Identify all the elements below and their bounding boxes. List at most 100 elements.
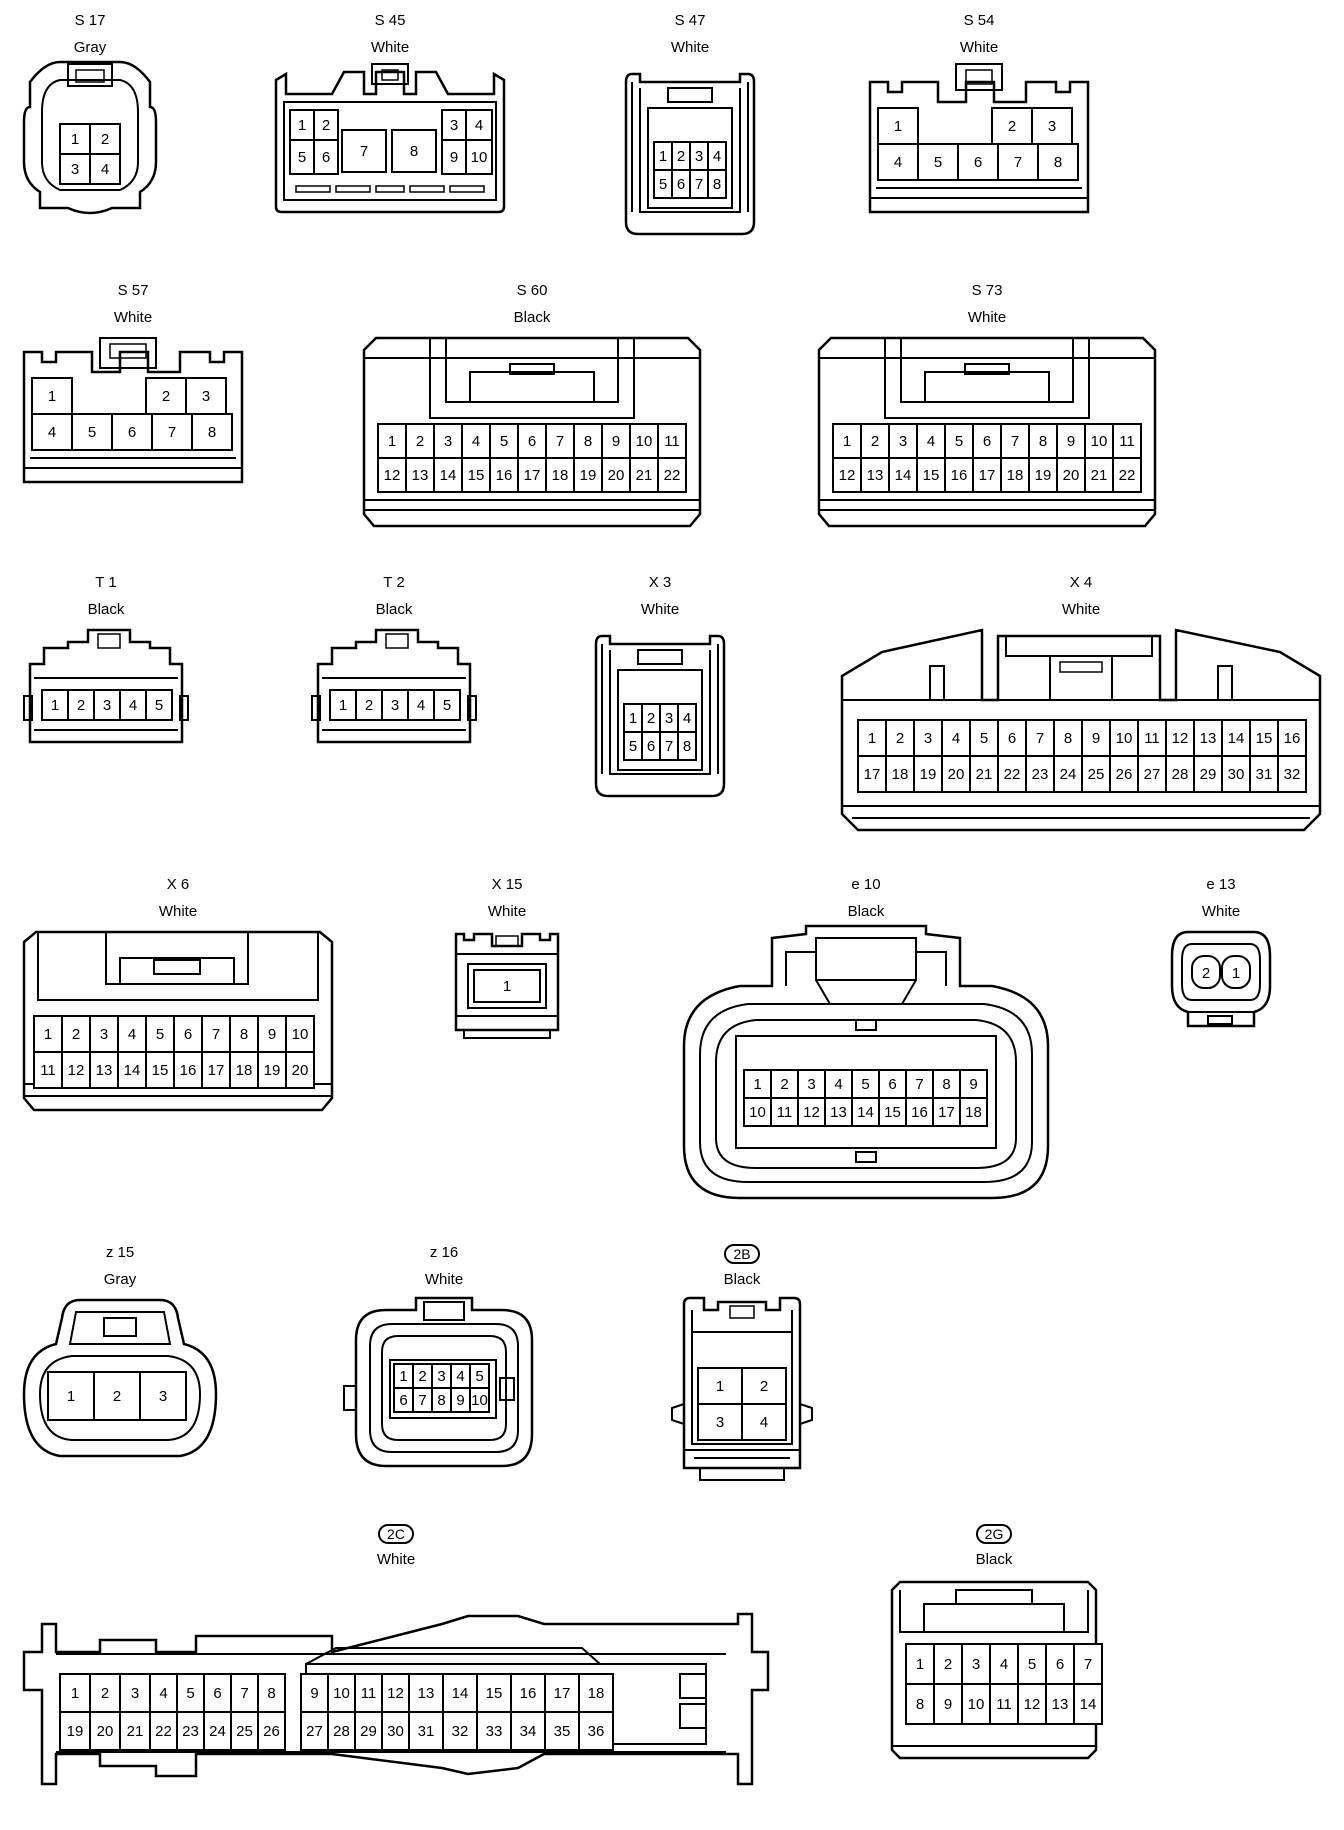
svg-text:2: 2 (101, 131, 109, 148)
svg-text:1: 1 (67, 1388, 75, 1405)
svg-text:28: 28 (1172, 766, 1189, 783)
svg-text:1: 1 (916, 1656, 924, 1673)
svg-text:7: 7 (168, 424, 176, 441)
pin-7: 7 (151, 413, 193, 451)
svg-text:2: 2 (72, 1026, 80, 1043)
pin-8: 8 (677, 731, 697, 761)
pin-11: 11 (770, 1097, 799, 1127)
pin-12: 12 (61, 1051, 91, 1089)
pin-29: 29 (354, 1711, 383, 1751)
pin-12: 12 (797, 1097, 826, 1127)
svg-text:3: 3 (695, 148, 703, 165)
svg-text:3: 3 (444, 433, 452, 450)
svg-text:17: 17 (938, 1104, 955, 1121)
connector-color: Black (87, 601, 125, 618)
svg-text:7: 7 (1036, 730, 1044, 747)
svg-text:1: 1 (716, 1378, 724, 1395)
svg-text:14: 14 (1080, 1696, 1097, 1713)
pin-3: 3 (59, 153, 91, 185)
pin-9: 9 (257, 1015, 287, 1053)
pin-31: 31 (1249, 755, 1279, 793)
svg-text:18: 18 (892, 766, 909, 783)
pin-22: 22 (1112, 457, 1142, 493)
pin-9: 9 (441, 139, 467, 175)
pin-1: 1 (31, 377, 73, 415)
svg-text:2: 2 (647, 710, 655, 727)
svg-text:2: 2 (1008, 118, 1016, 135)
svg-text:20: 20 (948, 766, 965, 783)
svg-text:16: 16 (180, 1062, 197, 1079)
pin-1: 1 (1221, 955, 1251, 989)
pin-2: 2 (93, 1371, 141, 1421)
svg-text:2: 2 (365, 697, 373, 714)
pin-4: 4 (407, 689, 435, 721)
pin-grid: 1 2 5 6 7 8 3 4 9 10 (289, 109, 493, 175)
svg-text:32: 32 (1284, 766, 1301, 783)
pin-5: 5 (917, 143, 959, 181)
pin-13: 13 (1045, 1683, 1075, 1725)
pin-12: 12 (377, 457, 407, 493)
connector-name: X 4 (1069, 574, 1093, 591)
svg-text:15: 15 (923, 467, 940, 484)
pin-3: 3 (797, 1069, 826, 1099)
pin-7: 7 (412, 1387, 433, 1413)
pin-6: 6 (313, 139, 339, 175)
pin-7: 7 (201, 1015, 231, 1053)
connector-name: T 2 (383, 574, 405, 591)
svg-text:3: 3 (131, 1685, 139, 1702)
pin-4: 4 (941, 719, 971, 757)
pin-21: 21 (1084, 457, 1114, 493)
pin-2: 2 (860, 423, 890, 459)
svg-text:8: 8 (683, 738, 691, 755)
svg-text:7: 7 (212, 1026, 220, 1043)
svg-text:4: 4 (101, 161, 109, 178)
svg-text:10: 10 (636, 433, 653, 450)
svg-text:15: 15 (468, 467, 485, 484)
pin-23: 23 (176, 1711, 205, 1751)
svg-text:3: 3 (1048, 118, 1056, 135)
pin-14: 14 (442, 1673, 478, 1713)
pin-24: 24 (203, 1711, 232, 1751)
svg-text:5: 5 (475, 1368, 483, 1385)
svg-text:8: 8 (713, 176, 721, 193)
pin-13: 13 (824, 1097, 853, 1127)
svg-text:2: 2 (322, 117, 330, 134)
svg-text:3: 3 (100, 1026, 108, 1043)
connector-color: Gray (103, 1271, 137, 1288)
pin-5: 5 (71, 413, 113, 451)
pin-6: 6 (1045, 1643, 1075, 1685)
svg-text:17: 17 (864, 766, 881, 783)
pin-8: 8 (229, 1015, 259, 1053)
svg-text:6: 6 (322, 149, 330, 166)
pin-25: 25 (1081, 755, 1111, 793)
svg-text:8: 8 (208, 424, 216, 441)
svg-text:5: 5 (659, 176, 667, 193)
pin-12: 12 (1165, 719, 1195, 757)
pin-10: 10 (469, 1387, 490, 1413)
pin-7: 7 (230, 1673, 259, 1713)
svg-text:4: 4 (1000, 1656, 1008, 1673)
pin-19: 19 (913, 755, 943, 793)
connector-color: White (670, 39, 710, 56)
svg-text:7: 7 (360, 143, 368, 160)
svg-text:2: 2 (780, 1076, 788, 1093)
svg-text:4: 4 (475, 117, 483, 134)
pin-20: 20 (285, 1051, 315, 1089)
svg-text:1: 1 (44, 1026, 52, 1043)
pin-13: 13 (405, 457, 435, 493)
svg-text:15: 15 (152, 1062, 169, 1079)
pin-5: 5 (145, 1015, 175, 1053)
pin-4: 4 (741, 1403, 787, 1441)
pin-34: 34 (510, 1711, 546, 1751)
svg-text:19: 19 (580, 467, 597, 484)
svg-text:4: 4 (927, 433, 935, 450)
